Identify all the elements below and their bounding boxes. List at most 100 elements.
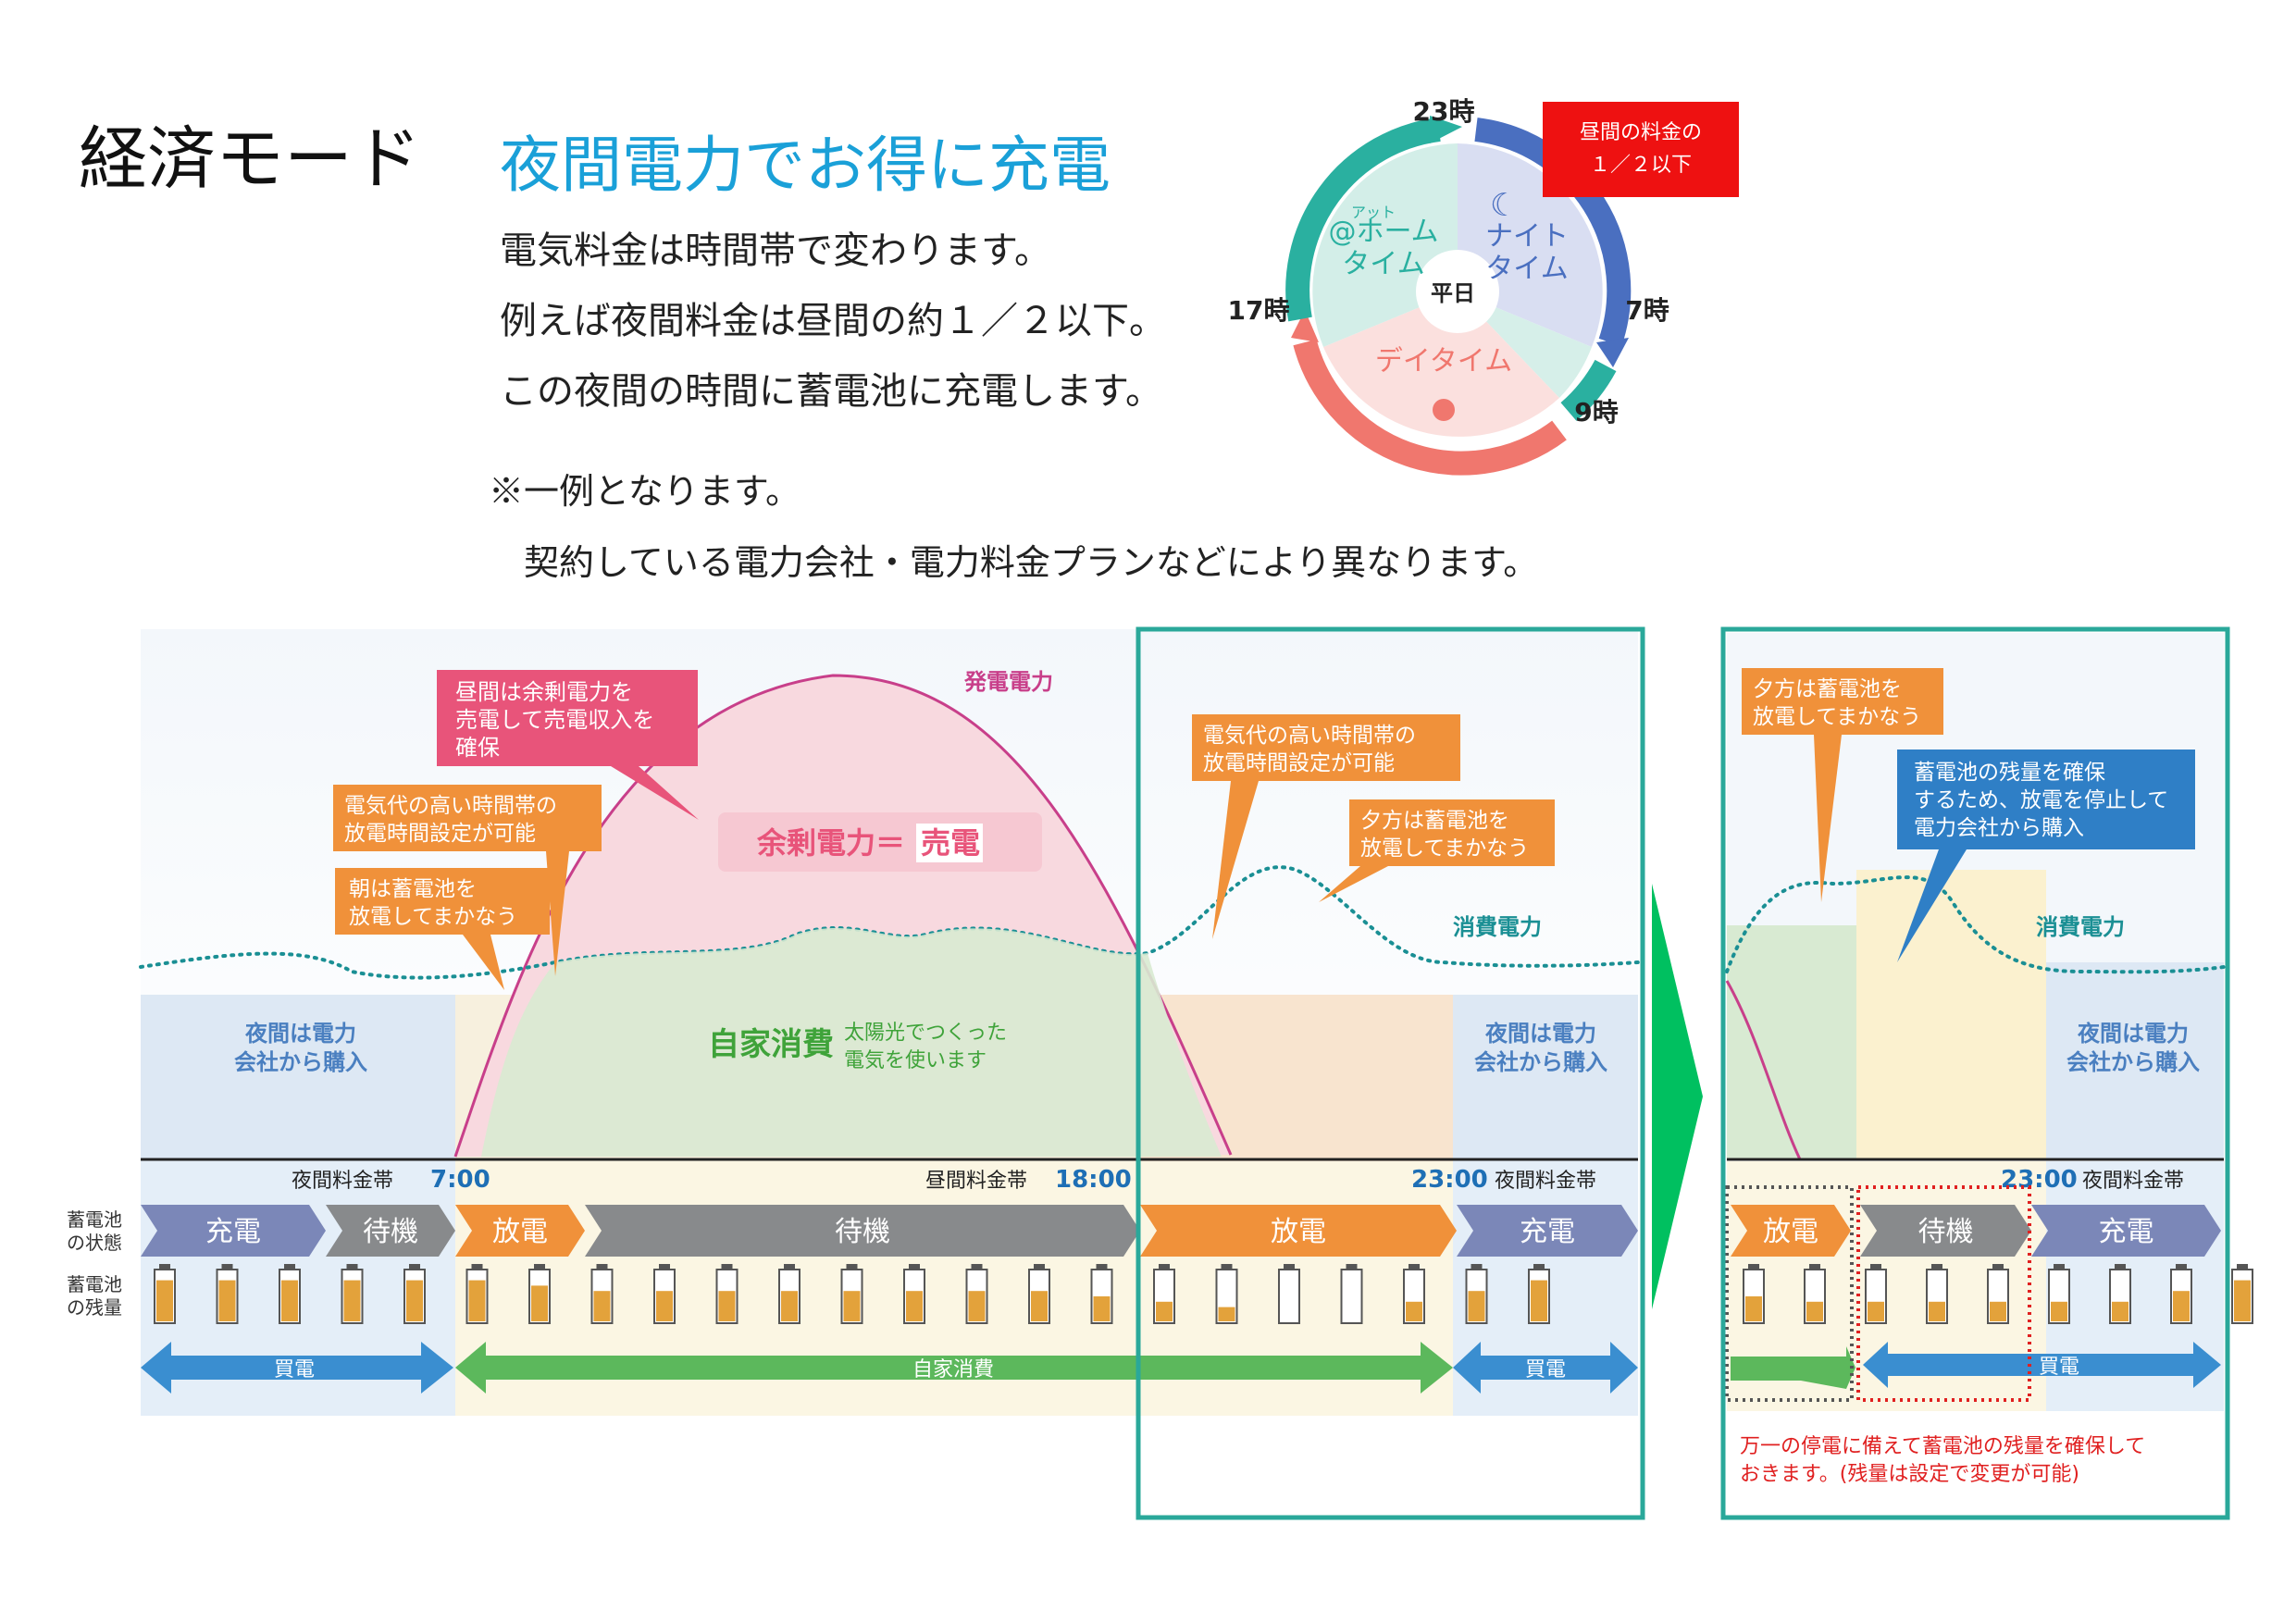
time-700: 7:00 [430,1166,490,1194]
buy-arrow-right [1863,1342,2221,1388]
night-label-2: タイム [1485,253,1568,285]
discharge-setting-callout [333,785,602,851]
state-chevron [1140,1205,1457,1257]
home-arc [1285,118,1441,322]
time-2300-right: 23:00 [2001,1166,2078,1194]
time-1800: 18:00 [1055,1166,1132,1194]
discharge-dotted-box [1725,1185,1854,1402]
sell-callout [437,670,698,766]
home-label-1: @ホーム [1328,216,1438,248]
sell-callout-line-2: 売電して売電収入を [455,707,654,733]
battery-icon [1340,1269,1363,1324]
state-chevron-label: 充電 [1520,1216,1575,1248]
stop-discharge-callout [1897,750,2195,849]
buy-arrow-right-label: 買電 [2039,1356,2079,1379]
state-chevron-right-label: 充電 [2099,1216,2154,1248]
self-use-arrow-label: 自家消費 [912,1358,994,1381]
body-line-2: 例えば夜間料金は昼間の約１／２以下。 [500,300,1166,342]
morning-callout [335,868,550,935]
morning-callout-line-2: 放電してまかなう [349,905,517,929]
moon-icon: ☾ [1490,187,1518,224]
state-chevron-label: 放電 [1271,1216,1326,1248]
state-chevron [326,1205,455,1257]
discharge-setting-line-1: 電気代の高い時間帯の [344,794,557,818]
band-night-right-2: 夜間料金帯 [2082,1170,2184,1193]
level-label-1: 蓄電池 [67,1273,122,1295]
transition-arrow [1652,884,1703,1309]
morning-segment [1458,291,1592,398]
time-of-day-clock: 平日 ナイト タイム ☾ アット @ホーム タイム デイタイム 23時 7時 9… [1228,96,1739,476]
body-line-3: この夜間の時間に蓄電池に充電します。 [500,370,1162,413]
evening-highlight-frame [1136,626,1645,1520]
morning-arc [1560,359,1617,421]
self-use-sub-1: 太陽光でつくった [844,1022,1007,1045]
outage-note-line-2: おきます。(残量は設定で変更が可能) [1740,1463,2079,1486]
battery-icon [1278,1269,1300,1324]
surplus-label: 余剰電力＝ [756,825,905,861]
self-use-sub-2: 電気を使います [844,1049,987,1072]
state-chevron [1457,1205,1638,1257]
morning-callout-line-1: 朝は蓄電池を [349,877,477,901]
state-chevron-label: 充電 [205,1216,261,1248]
price-callout-line-1: 昼間の料金の [1580,121,1702,144]
generation-curve [453,674,1233,1158]
consumption-curve-right [1725,875,2226,974]
discharge-setting-2-line-2: 放電時間設定が可能 [1203,751,1395,775]
sell-callout-line-3: 確保 [455,735,500,761]
state-chevron-right-label: 待機 [1918,1216,1974,1248]
buy-arrow-mid-label: 買電 [1525,1358,1566,1381]
buy-arrow-left-label: 買電 [274,1358,315,1381]
state-chevron-right [1860,1205,2031,1257]
state-chevron [141,1205,326,1257]
generation-label: 発電電力 [963,669,1053,695]
label-23: 23時 [1413,96,1475,127]
home-small-label: アット [1351,204,1396,221]
label-7: 7時 [1625,295,1669,326]
night-buy-right-1: 夜間は電力 [2077,1021,2189,1047]
discharge-setting-line-2: 放電時間設定が可能 [344,822,536,846]
stop-discharge-line-2: するため、放電を停止して [1914,788,2168,812]
state-label-1: 蓄電池 [67,1208,122,1231]
price-callout [1543,102,1739,197]
state-chevron-right [1731,1205,1851,1257]
clock-center: 平日 [1431,280,1475,306]
self-use-label: 自家消費 [708,1026,834,1063]
night-buy-left-2: 会社から購入 [234,1049,367,1075]
state-chevron-label: 待機 [835,1216,890,1248]
sun-icon [1433,399,1455,421]
home-label-2: タイム [1342,248,1424,280]
note-line-2: 契約している電力会社・電力料金プランなどにより異なります。 [524,542,1539,583]
right-evening-callout-line-2: 放電してまかなう [1753,705,1921,729]
discharge-setting-2-line-1: 電気代の高い時間帯の [1203,724,1416,748]
state-chevron [455,1205,585,1257]
band-day: 昼間料金帯 [925,1170,1027,1193]
level-label-2: の残量 [67,1296,122,1319]
label-9: 9時 [1574,397,1618,427]
surplus-sell-label: 売電 [921,825,980,861]
state-chevron-label: 待機 [363,1216,418,1248]
headline: 夜間電力でお得に充電 [500,130,1111,201]
night-arc [1474,118,1632,347]
consumption-label-right: 消費電力 [2036,914,2125,940]
sell-callout-line-1: 昼間は余剰電力を [455,679,633,705]
self-use-arrow [455,1342,1453,1394]
note-line-1: ※一例となります。 [489,471,801,512]
price-callout-line-2: １／２以下 [1590,154,1692,177]
outage-note-line-1: 万一の停電に備えて蓄電池の残量を確保して [1740,1435,2145,1458]
evening-callout-line-1: 夕方は蓄電池を [1360,809,1509,833]
evening-callout-line-2: 放電してまかなう [1360,836,1529,861]
night-buy-left-1: 夜間は電力 [244,1021,356,1047]
night-buy-mid-2: 会社から購入 [1474,1049,1607,1075]
state-label-2: の状態 [67,1232,122,1254]
stop-discharge-line-1: 蓄電池の残量を確保 [1914,761,2105,785]
day-arc [1293,339,1567,476]
consumption-label: 消費電力 [1453,914,1542,940]
body-line-1: 電気料金は時間帯で変わります。 [500,229,1051,272]
buy-arrow-mid [1453,1342,1638,1394]
band-night-right: 夜間料金帯 [1495,1170,1596,1193]
band-night-left: 夜間料金帯 [292,1170,393,1193]
day-label: デイタイム [1375,345,1512,378]
right-evening-callout-line-1: 夕方は蓄電池を [1753,677,1902,701]
standby-dotted-box [1856,1185,2031,1402]
